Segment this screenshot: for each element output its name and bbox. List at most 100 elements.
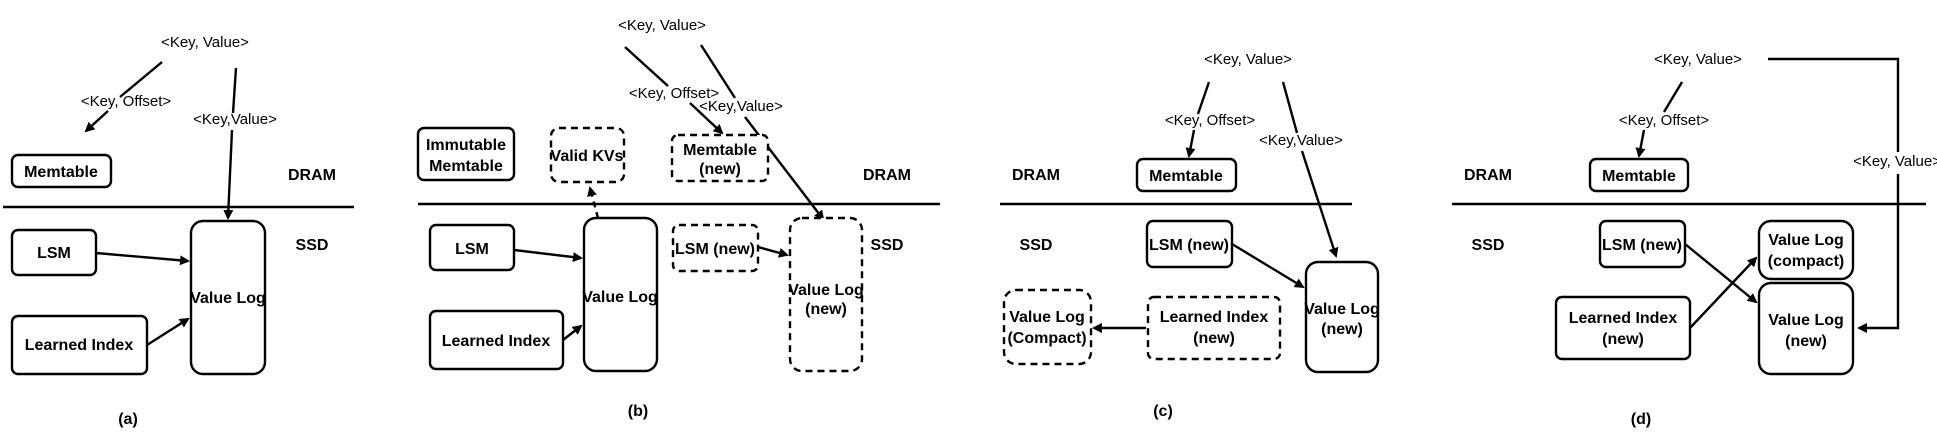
- learned-index-new-label-2: (new): [1193, 330, 1235, 347]
- kv-label: <Key, Value>: [1204, 51, 1292, 68]
- ssd-label: SSD: [1472, 237, 1505, 254]
- value-log-compact-label-2: (compact): [1768, 253, 1844, 270]
- arrow-kv-to-offset-top: [1196, 81, 1211, 115]
- key-value-label: <Key,Value>: [193, 111, 277, 128]
- immutable-memtable-label-2: Memtable: [429, 158, 503, 175]
- key-offset-label: <Key, Offset>: [1619, 112, 1710, 129]
- arrow-offset-to-memtable: [84, 110, 109, 133]
- memtable-label: Memtable: [1149, 168, 1223, 185]
- kv-label: <Key, Value>: [618, 17, 706, 34]
- panel-d: <Key, Value> <Key, Offset> <Key, Value> …: [1452, 51, 1937, 428]
- memtable-new-label-1: Memtable: [683, 142, 757, 159]
- key-value-label: <Key, Value>: [1853, 153, 1937, 170]
- learned-index-label: Learned Index: [442, 333, 551, 350]
- memtable-box: [1135, 157, 1238, 193]
- caption-a: (a): [118, 411, 138, 428]
- arrow-kv-down-top: [699, 44, 737, 99]
- value-log-compact-box: [1757, 219, 1855, 281]
- arrow-kv-route-top: [1768, 57, 1900, 152]
- panel-b: <Key, Value> <Key, Offset> <Key,Value> I…: [416, 17, 940, 420]
- ssd-label: SSD: [296, 237, 329, 254]
- memtable-new-box: [670, 133, 770, 183]
- key-offset-label: <Key, Offset>: [81, 93, 172, 110]
- caption-c: (c): [1153, 403, 1173, 420]
- value-log-compact-label-2: (Compact): [1007, 330, 1086, 347]
- arrow-kv-down-top: [1281, 81, 1299, 134]
- learned-index-new-label-1: Learned Index: [1160, 309, 1269, 326]
- learned-index-label: Learned Index: [25, 337, 134, 354]
- arrow-offset-to-memtable-new: [689, 102, 724, 135]
- learned-index-new-box: [1554, 295, 1692, 361]
- arrow-offset-to-memtable: [1635, 129, 1646, 158]
- key-offset-label: <Key, Offset>: [629, 85, 720, 102]
- arrow-kv-to-offset-top: [1662, 81, 1684, 113]
- immutable-memtable-box: [416, 126, 516, 182]
- key-offset-label: <Key, Offset>: [1165, 112, 1256, 129]
- value-log-new-box: [1304, 260, 1380, 374]
- value-log-label: Value Log: [190, 290, 266, 307]
- learned-index-new-label-2: (new): [1602, 331, 1644, 348]
- value-log-label: Value Log: [582, 289, 658, 306]
- key-value-label: <Key,Value>: [699, 98, 783, 115]
- memtable-label: Memtable: [1602, 168, 1676, 185]
- value-log-box: [189, 219, 267, 376]
- arrow-kv-down-top: [231, 67, 238, 114]
- arrow-index-to-value-log-compact: [1689, 256, 1758, 329]
- panel-c: <Key, Value> <Key, Offset> <Key,Value> D…: [1000, 51, 1380, 420]
- value-log-new-label-2: (new): [805, 301, 847, 318]
- lsm-new-label: LSM (new): [1149, 237, 1229, 254]
- lsm-new-label: LSM (new): [1602, 237, 1682, 254]
- ssd-label: SSD: [1020, 237, 1053, 254]
- learned-index-new-label-1: Learned Index: [1569, 310, 1678, 327]
- dram-label: DRAM: [1012, 167, 1060, 184]
- memtable-box: [1588, 157, 1690, 193]
- arrow-kv-to-offset-top: [624, 46, 669, 87]
- value-log-compact-label-1: Value Log: [1009, 309, 1085, 326]
- dram-label: DRAM: [1464, 167, 1512, 184]
- kv-label: <Key, Value>: [161, 34, 249, 51]
- memtable-label: Memtable: [24, 164, 98, 181]
- learned-index-new-box: [1146, 295, 1282, 361]
- arrow-kv-to-value-log-new: [744, 116, 825, 221]
- value-log-box: [582, 216, 659, 373]
- arrow-lsm-new-to-value-log-new: [1684, 243, 1758, 304]
- dram-label: DRAM: [863, 167, 911, 184]
- value-log-new-label-1: Value Log: [788, 282, 864, 299]
- value-log-new-box: [1757, 281, 1855, 376]
- memtable-new-label-2: (new): [699, 161, 741, 178]
- lsm-label: LSM: [37, 245, 71, 262]
- arrow-lsm-to-value-log: [513, 248, 583, 263]
- valid-kvs-box: [549, 126, 626, 184]
- value-log-new-label-1: Value Log: [1768, 312, 1844, 329]
- arrow-lsm-new-to-value-log-new: [1231, 242, 1305, 289]
- lsm-new-label: LSM (new): [675, 241, 755, 258]
- memtable-box: [10, 153, 113, 189]
- dram-label: DRAM: [288, 167, 336, 184]
- arrow-kv-to-value-log: [223, 129, 234, 220]
- caption-b: (b): [628, 403, 648, 420]
- arrow-lsm-new-to-value-log-new: [757, 245, 789, 258]
- caption-d: (d): [1631, 411, 1651, 428]
- value-log-new-box: [788, 216, 864, 373]
- value-log-compact-label-1: Value Log: [1768, 232, 1844, 249]
- arrow-lsm-to-value-log: [95, 251, 190, 266]
- value-log-new-label-2: (new): [1785, 333, 1827, 350]
- arrow-index-to-value-log: [146, 317, 190, 347]
- value-log-new-label-1: Value Log: [1304, 301, 1380, 318]
- value-log-new-label-2: (new): [1321, 321, 1363, 338]
- arrow-kv-to-value-log-new: [1857, 174, 1900, 333]
- arrow-offset-to-memtable: [1185, 129, 1196, 158]
- arrow-kv-to-offset-top: [119, 61, 163, 98]
- arrow-value-log-to-valid-kvs: [587, 186, 600, 219]
- immutable-memtable-label-1: Immutable: [426, 137, 506, 154]
- ssd-label: SSD: [871, 237, 904, 254]
- key-value-label: <Key,Value>: [1259, 132, 1343, 149]
- kv-label: <Key, Value>: [1654, 51, 1742, 68]
- lsm-box: [10, 228, 98, 277]
- value-log-compact-box: [1002, 288, 1093, 366]
- lsm-label: LSM: [455, 241, 489, 258]
- arrow-index-to-value-log: [562, 324, 583, 341]
- panel-a: <Key, Value> <Key, Offset> <Key,Value> M…: [3, 34, 354, 428]
- valid-kvs-label: Valid KVs: [551, 148, 624, 165]
